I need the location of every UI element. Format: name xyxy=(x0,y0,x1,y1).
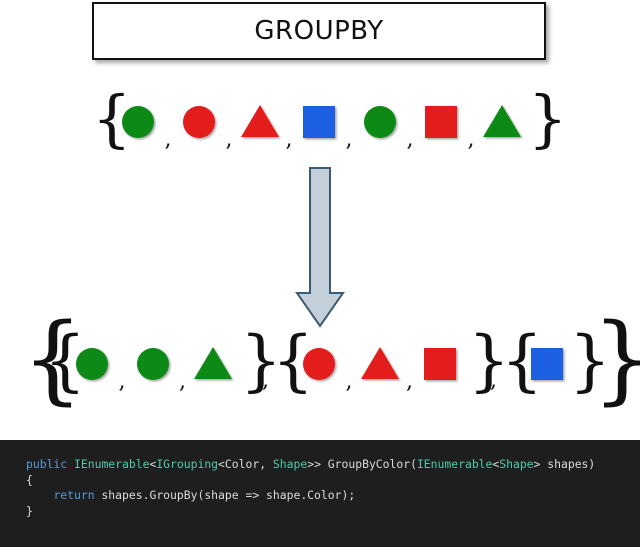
groupby-diagram: { } { } { } { } { } , , ,,,,,,,,,, xyxy=(22,82,640,415)
code-token: public xyxy=(26,457,75,471)
code-token: <Color, xyxy=(218,457,273,471)
code-line: return shapes.GroupBy(shape => shape.Col… xyxy=(26,488,640,504)
red-circle-icon xyxy=(183,106,215,138)
item-separator: , xyxy=(119,369,126,394)
code-token: Shape xyxy=(499,457,534,471)
output-open-brace: { xyxy=(22,303,83,415)
green-triangle-icon xyxy=(483,105,521,137)
blue-square-icon xyxy=(303,106,335,138)
code-token: < xyxy=(492,457,500,471)
group-green-close-brace: } xyxy=(240,322,282,399)
code-token: IGrouping xyxy=(156,457,219,471)
code-token xyxy=(26,488,53,502)
item-separator: , xyxy=(286,127,293,152)
red-square-icon xyxy=(425,106,457,138)
item-separator: , xyxy=(346,127,353,152)
red-triangle-icon xyxy=(361,347,399,379)
green-circle-icon xyxy=(122,106,154,138)
green-circle-icon xyxy=(137,348,169,380)
group-separator: , xyxy=(262,368,269,393)
red-circle-icon xyxy=(303,348,335,380)
code-token: IEnumerable xyxy=(74,457,150,471)
green-circle-icon xyxy=(76,348,108,380)
item-separator: , xyxy=(165,127,172,152)
code-token: shapes.GroupBy(shape => shape.Color); xyxy=(101,488,356,502)
down-arrow xyxy=(295,167,345,328)
title-box: GROUPBY xyxy=(92,2,546,60)
green-circle-icon xyxy=(364,106,396,138)
output-close-brace: } xyxy=(592,303,640,415)
group-blue-close-brace: } xyxy=(569,322,611,399)
item-separator: , xyxy=(346,369,353,394)
code-token: >> GroupByColor( xyxy=(307,457,417,471)
red-square-icon xyxy=(424,348,456,380)
code-token: } xyxy=(26,503,33,518)
code-token: return xyxy=(53,488,102,502)
code-token: Shape xyxy=(272,457,308,471)
blue-square-icon xyxy=(531,348,563,380)
code-line: { xyxy=(26,473,640,489)
item-separator: , xyxy=(406,369,413,394)
code-token: > shapes) xyxy=(533,457,596,471)
group-separator: , xyxy=(490,368,497,393)
item-separator: , xyxy=(468,127,475,152)
code-token: < xyxy=(149,457,157,471)
code-panel: public IEnumerable<IGrouping<Color, Shap… xyxy=(0,440,640,547)
red-triangle-icon xyxy=(241,105,279,137)
title-text: GROUPBY xyxy=(254,16,384,46)
input-close-brace: } xyxy=(528,82,567,155)
item-separator: , xyxy=(407,127,414,152)
green-triangle-icon xyxy=(194,347,232,379)
code-line: public IEnumerable<IGrouping<Color, Shap… xyxy=(26,457,640,473)
code-token: IEnumerable xyxy=(416,457,493,471)
code-token: { xyxy=(26,472,33,487)
code-line: } xyxy=(26,504,640,520)
item-separator: , xyxy=(179,369,186,394)
group-red-close-brace: } xyxy=(468,322,510,399)
item-separator: , xyxy=(226,127,233,152)
